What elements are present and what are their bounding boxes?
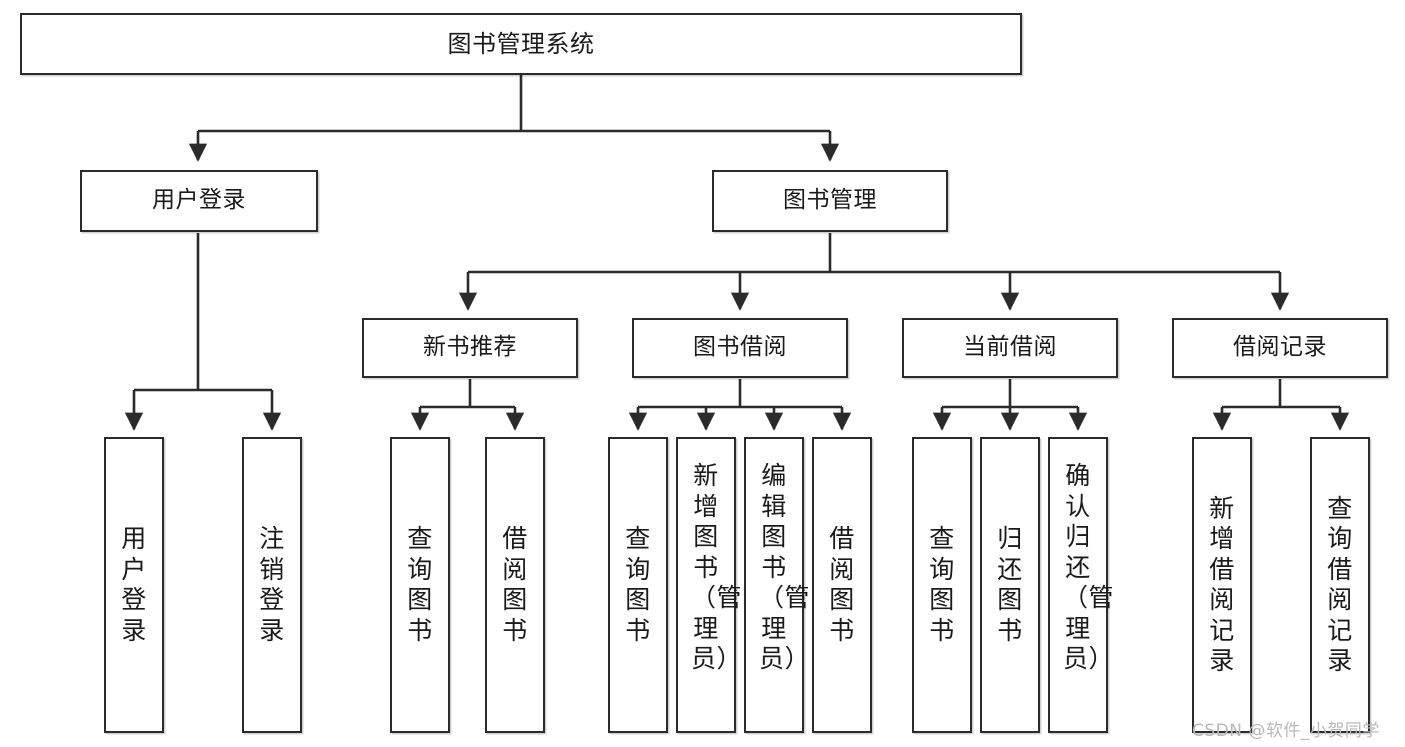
node-leaf-confirm-return[interactable]: 确认归还（管理员）	[1048, 437, 1115, 733]
node-label: 借阅图书	[829, 524, 855, 645]
node-leaf-add-book[interactable]: 新增图书（管理员）	[676, 437, 743, 733]
node-label: 编辑图书（管理员）	[759, 461, 811, 673]
node-label: 用户登录	[152, 187, 246, 214]
node-book-borrow[interactable]: 图书借阅	[632, 318, 848, 378]
node-leaf-add-record[interactable]: 新增借阅记录	[1192, 437, 1252, 733]
node-user-login[interactable]: 用户登录	[80, 170, 318, 232]
node-label: 查询图书	[625, 524, 651, 645]
node-leaf-borrow-book-2[interactable]: 借阅图书	[812, 437, 872, 733]
node-root-book-management-system[interactable]: 图书管理系统	[20, 13, 1022, 75]
node-label: 归还图书	[997, 524, 1023, 645]
node-leaf-query-book-1[interactable]: 查询图书	[390, 437, 450, 733]
node-label: 查询借阅记录	[1327, 493, 1353, 676]
node-label: 新书推荐	[423, 334, 517, 361]
node-label: 借阅记录	[1233, 334, 1327, 361]
node-leaf-user-login[interactable]: 用户登录	[104, 437, 164, 733]
node-label: 新增借阅记录	[1209, 493, 1235, 676]
node-leaf-query-book-2[interactable]: 查询图书	[608, 437, 668, 733]
node-label: 图书管理	[783, 187, 877, 214]
node-label: 图书借阅	[693, 334, 787, 361]
node-label: 确认归还（管理员）	[1063, 461, 1115, 673]
node-current-borrow[interactable]: 当前借阅	[902, 318, 1118, 378]
node-leaf-query-book-3[interactable]: 查询图书	[912, 437, 972, 733]
node-new-book-rec[interactable]: 新书推荐	[362, 318, 578, 378]
node-label: 用户登录	[121, 524, 147, 645]
node-leaf-borrow-book-1[interactable]: 借阅图书	[485, 437, 545, 733]
node-leaf-return-book[interactable]: 归还图书	[980, 437, 1040, 733]
node-leaf-edit-book[interactable]: 编辑图书（管理员）	[744, 437, 811, 733]
node-book-manage[interactable]: 图书管理	[712, 170, 948, 232]
node-label: 新增图书（管理员）	[691, 461, 743, 673]
node-label: 注销登录	[259, 524, 285, 645]
node-leaf-query-record[interactable]: 查询借阅记录	[1310, 437, 1370, 733]
node-label: 查询图书	[407, 524, 433, 645]
node-label: 借阅图书	[502, 524, 528, 645]
node-label: 查询图书	[929, 524, 955, 645]
node-label: 图书管理系统	[447, 29, 595, 58]
watermark: CSDN @软件_小贺同学	[1192, 721, 1380, 741]
node-borrow-record[interactable]: 借阅记录	[1172, 318, 1388, 378]
node-leaf-logout[interactable]: 注销登录	[242, 437, 302, 733]
node-label: 当前借阅	[963, 334, 1057, 361]
